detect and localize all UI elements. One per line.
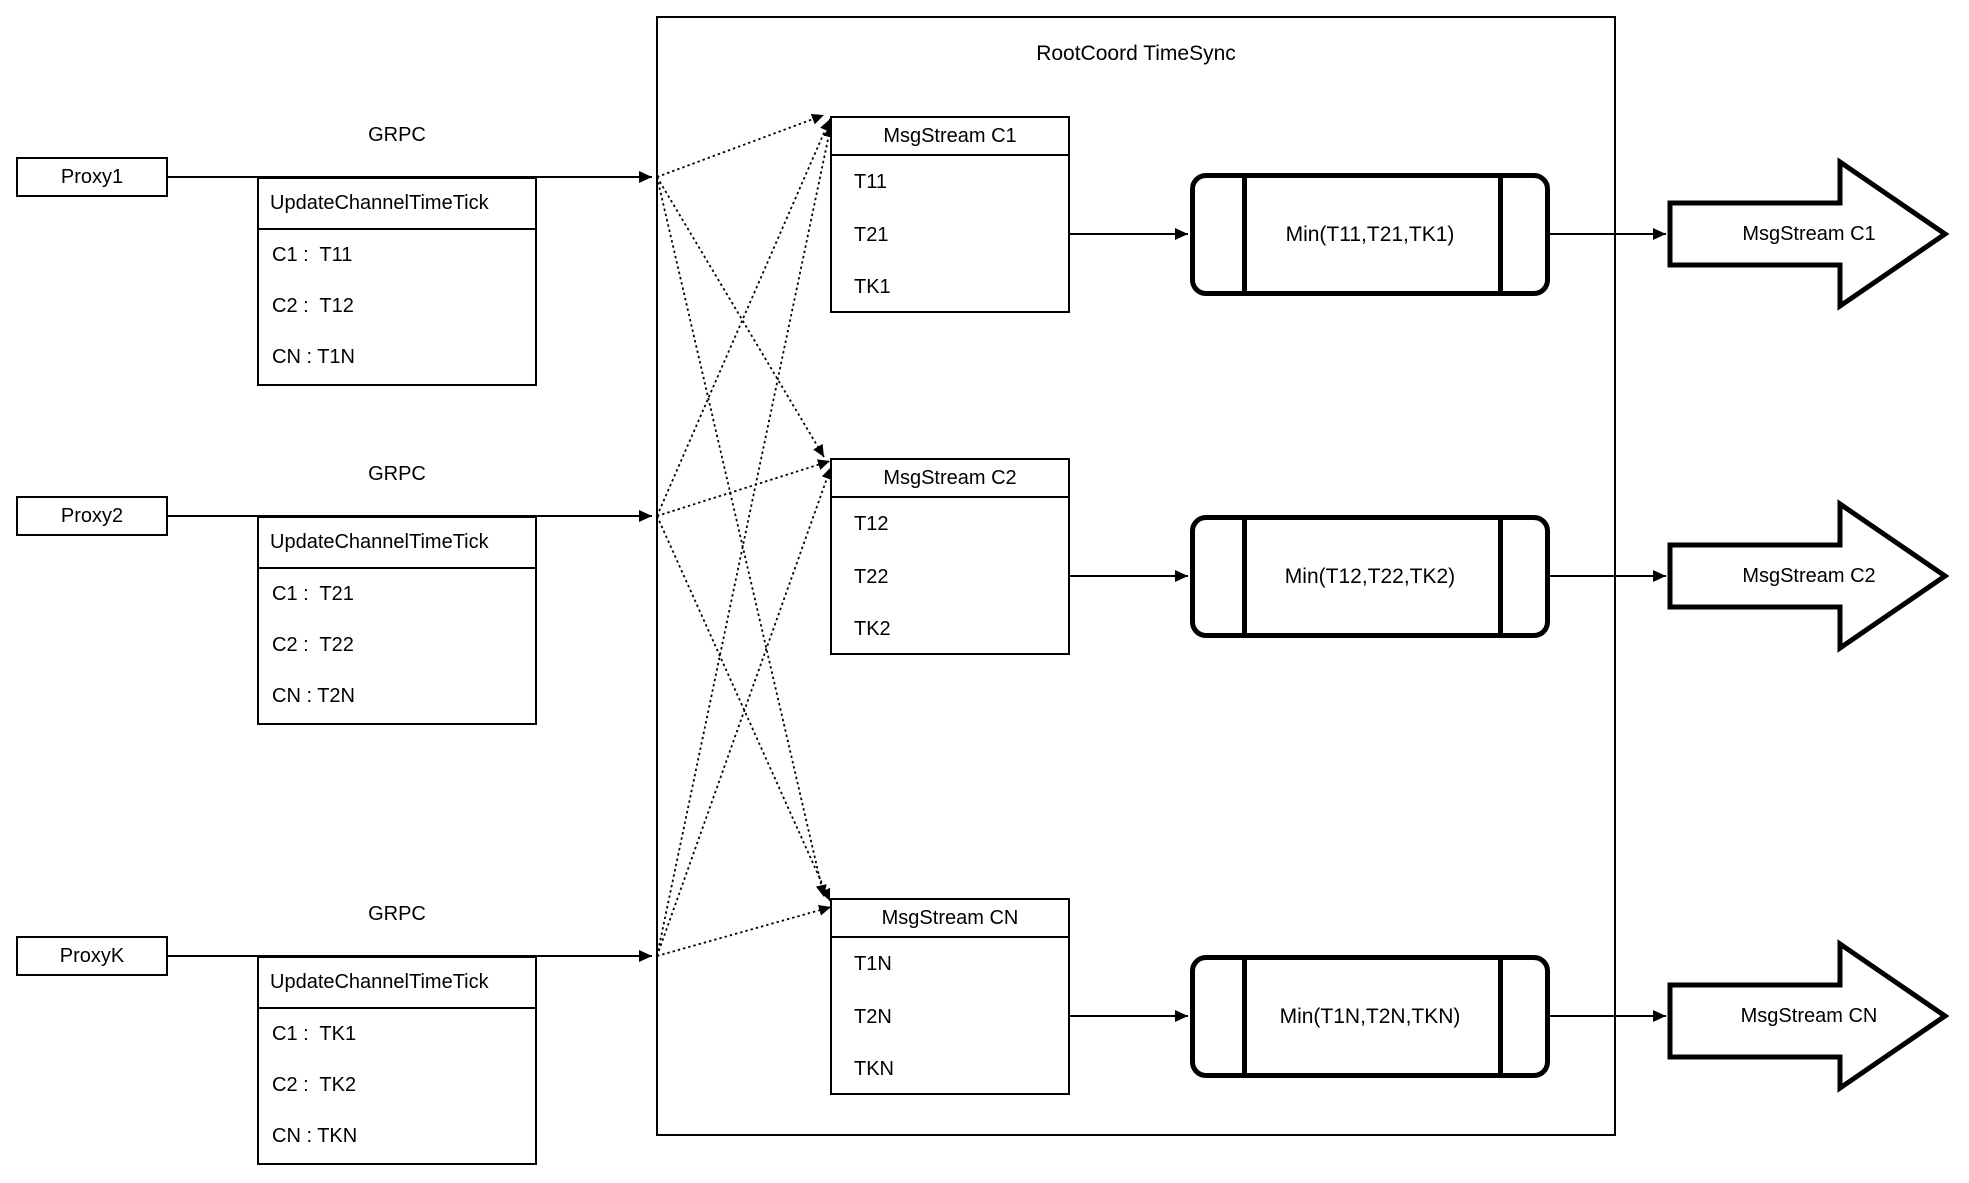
timetick-table-header: UpdateChannelTimeTick [259,179,535,230]
min-box-c2: Min(T12,T22,TK2) [1190,515,1550,638]
timetick-row: C1 : TK1 [272,1023,357,1045]
timetick-row: C2 : T22 [272,634,354,656]
proxy-box-1: Proxy1 [16,157,168,197]
min-label: Min(T11,T21,TK1) [1285,222,1455,246]
tick-value: T21 [854,223,889,246]
rootcoord-title: RootCoord TimeSync [1036,42,1236,65]
timetick-table-header: UpdateChannelTimeTick [259,518,535,569]
grpc-label-k: GRPC [368,902,426,925]
timetick-table-k: UpdateChannelTimeTick C1 : TK1 C2 : TK2 … [257,956,537,1165]
output-arrow-shapes [1667,157,1950,1093]
timetick-row: CN : T1N [272,346,355,368]
tick-value: T22 [854,565,889,588]
timetick-table-1: UpdateChannelTimeTick C1 : T11 C2 : T12 … [257,177,537,386]
msgstream-header: MsgStream CN [832,900,1068,938]
grpc-label-1: GRPC [368,123,426,146]
min-box-c1: Min(T11,T21,TK1) [1190,173,1550,296]
output-arrow-label: MsgStream CN [1740,1004,1878,1027]
msgstream-table-cn: MsgStream CN T1N T2N TKN [830,898,1070,1095]
min-divider [1498,520,1503,633]
min-label: Min(T12,T22,TK2) [1284,564,1456,588]
grpc-label-2: GRPC [368,462,426,485]
stream-to-min-connectors [1070,228,1188,1022]
min-box-cn: Min(T1N,T2N,TKN) [1190,955,1550,1078]
min-label: Min(T1N,T2N,TKN) [1279,1004,1461,1028]
tick-value: TKN [854,1057,894,1080]
min-divider [1242,520,1247,633]
output-arrow-shape [1667,157,1950,311]
msgstream-header: MsgStream C1 [832,118,1068,156]
timetick-row: CN : TKN [272,1125,358,1147]
timetick-row: C2 : TK2 [272,1074,357,1096]
proxy-box-k: ProxyK [16,936,168,976]
msgstream-table-c2: MsgStream C2 T12 T22 TK2 [830,458,1070,655]
min-to-output-connectors [1550,228,1666,1022]
tick-value: TK1 [854,275,891,298]
min-divider [1242,178,1247,291]
msgstream-table-c1: MsgStream C1 T11 T21 TK1 [830,116,1070,313]
timetick-row: C2 : T12 [272,295,354,317]
min-divider [1242,960,1247,1073]
tick-value: T12 [854,512,889,535]
timetick-table-2: UpdateChannelTimeTick C1 : T21 C2 : T22 … [257,516,537,725]
tick-value: T2N [854,1005,892,1028]
min-divider [1498,178,1503,291]
output-arrow-shape [1667,939,1950,1093]
output-arrow-shape [1667,499,1950,653]
tick-value: T1N [854,952,892,975]
output-arrow-label: MsgStream C2 [1742,564,1876,587]
proxy-box-2: Proxy2 [16,496,168,536]
timetick-row: CN : T2N [272,685,355,707]
timetick-table-header: UpdateChannelTimeTick [259,958,535,1009]
msgstream-header: MsgStream C2 [832,460,1068,498]
timetick-fanout [656,114,834,957]
tick-value: T11 [854,170,887,193]
output-arrow-label: MsgStream C1 [1742,222,1876,245]
min-divider [1498,960,1503,1073]
timetick-row: C1 : T11 [272,244,353,266]
timetick-row: C1 : T21 [272,583,354,605]
tick-value: TK2 [854,617,891,640]
